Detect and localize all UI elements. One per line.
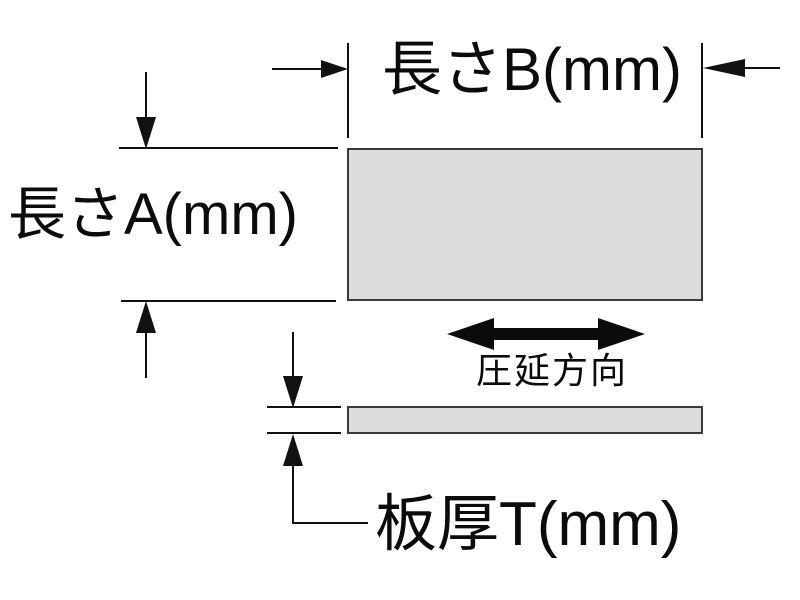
length-a-label: 長さA(mm) xyxy=(8,182,298,247)
dim-t-extension-line-bottom xyxy=(267,432,341,434)
rolling-direction-label: 圧延方向 xyxy=(476,351,629,391)
dim-t-leader-line xyxy=(292,522,368,524)
dim-b-extension-line-right xyxy=(701,43,703,138)
length-b-label: 長さB(mm) xyxy=(382,36,682,103)
plate-top-view xyxy=(347,148,703,301)
dim-a-arrow-line-bottom xyxy=(145,332,147,378)
arrowhead-down-icon xyxy=(283,376,303,408)
dim-b-arrow-line-right xyxy=(744,67,780,69)
arrowhead-up-icon xyxy=(136,301,156,333)
dim-a-extension-line-bottom xyxy=(121,300,336,302)
arrowhead-up-icon xyxy=(283,434,303,466)
dim-t-arrow-line-down xyxy=(292,332,294,378)
dim-t-arrow-line-up xyxy=(292,466,294,524)
dim-a-extension-line-top xyxy=(119,147,338,149)
dim-t-extension-line-top xyxy=(267,406,341,408)
thickness-t-label: 板厚T(mm) xyxy=(375,490,682,559)
dim-b-arrow-line-left xyxy=(272,68,324,70)
dim-a-arrow-line-top xyxy=(145,72,147,119)
double-headed-arrow-icon xyxy=(447,318,645,350)
arrowhead-down-icon xyxy=(136,117,156,149)
plate-side-view xyxy=(347,406,703,434)
arrowhead-left-icon xyxy=(703,59,745,77)
arrowhead-right-icon xyxy=(321,60,348,78)
dim-b-extension-line-left xyxy=(347,43,349,138)
